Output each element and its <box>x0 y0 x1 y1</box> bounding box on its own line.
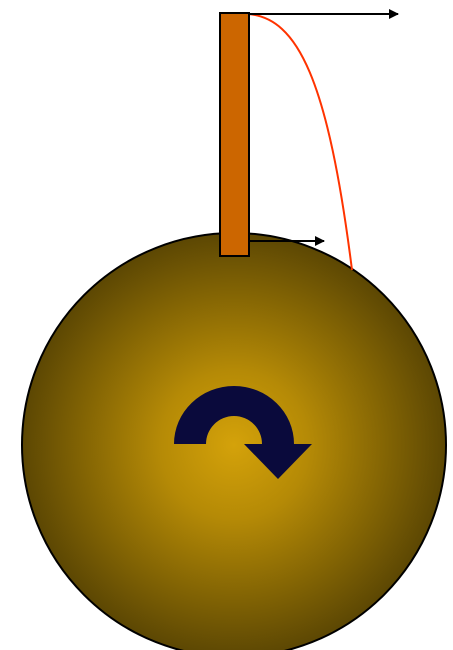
trajectory-curve <box>247 13 353 271</box>
tower <box>219 12 250 257</box>
clockwise-rotation-arrow-icon <box>174 386 312 479</box>
planet <box>21 232 447 650</box>
